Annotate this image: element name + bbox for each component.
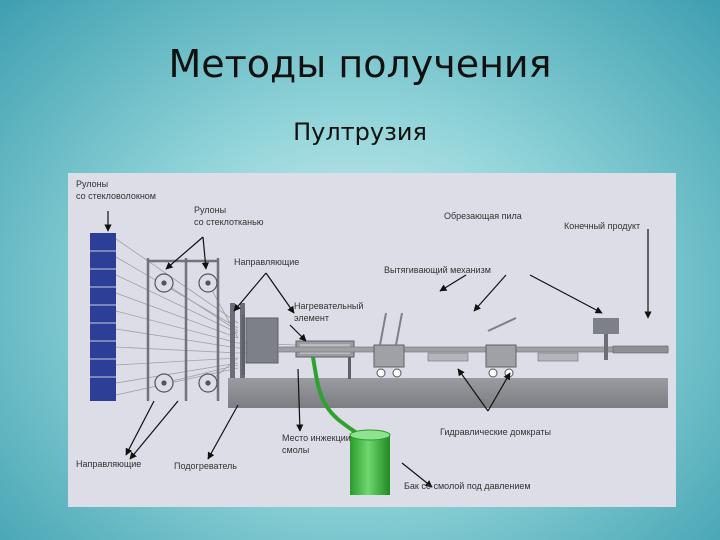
jacks-label: Гидравлические домкраты [440, 427, 551, 437]
fiber-roll-stack [90, 233, 116, 401]
cutting-saw [593, 318, 619, 360]
cloth-roll-icons [154, 273, 218, 393]
guides-bottom-label: Направляющие [76, 459, 141, 469]
injection-label: Место инжекции смолы [282, 433, 353, 455]
slide-subtitle: Пултрузия [293, 118, 427, 146]
fiber-rolls-label: Рулоны со стекловолокном [76, 179, 156, 201]
heater-element-label: Нагревательный элемент [294, 301, 366, 323]
product-label: Конечный продукт [564, 221, 640, 231]
pointer-arrows [104, 211, 652, 488]
guides-top-label: Направляющие [234, 257, 299, 267]
final-product [612, 345, 669, 354]
preheater-label: Подогреватель [174, 461, 237, 471]
puller-cart-1 [373, 312, 405, 378]
slide-title: Методы получения [168, 42, 552, 86]
cloth-rolls-label: Рулоны со стеклотканью [194, 205, 264, 227]
machine-base [228, 378, 668, 408]
pultrusion-diagram: Рулоны со стекловолокном Рулоны со стекл… [68, 173, 676, 507]
saw-label: Обрезающая пила [444, 211, 522, 221]
tank-label: Бак со смолой под давлением [404, 481, 531, 491]
cloth-roll-frames [146, 258, 220, 401]
hydraulic-cylinders [427, 352, 579, 362]
resin-tank [349, 429, 391, 495]
puller-label: Вытягивающий механизм [384, 265, 491, 275]
profile-rod [277, 346, 669, 353]
preheater [242, 315, 279, 375]
